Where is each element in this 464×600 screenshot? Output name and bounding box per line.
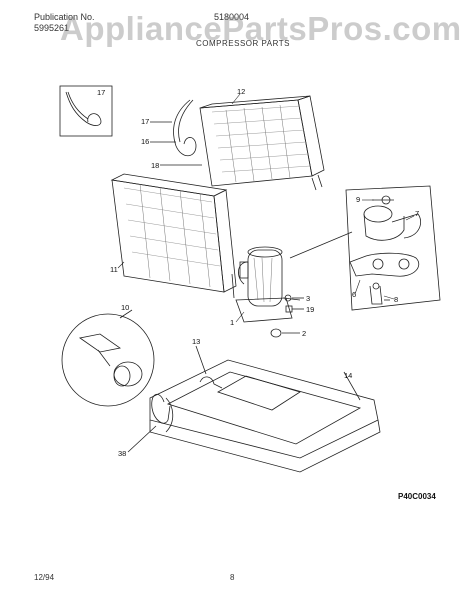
publication-number: 5995261 (34, 23, 70, 33)
part-label: 7 (415, 209, 419, 218)
part-label: 17 (141, 117, 149, 126)
mounting-hardware (270, 294, 304, 338)
part-label: 2 (302, 329, 306, 338)
part-label: 13 (192, 337, 200, 346)
part-label: 16 (141, 137, 149, 146)
section-title: COMPRESSOR PARTS (196, 39, 290, 48)
terminal-cover-inset (345, 185, 441, 311)
compressor (231, 231, 353, 323)
leader-lines (117, 93, 415, 323)
part-label: 12 (237, 87, 245, 96)
part-label: 10 (121, 303, 129, 312)
base-pan (127, 345, 381, 473)
evaporator-coil (110, 173, 237, 293)
tube-inset (59, 85, 113, 137)
part-label: 8 (394, 295, 398, 304)
part-label: 38 (118, 449, 126, 458)
part-label: 3 (306, 294, 310, 303)
model-number: 5180004 (214, 12, 250, 22)
part-labels: 17 12 17 16 18 9 7 11 3 19 6 8 1 2 10 13… (97, 87, 419, 458)
part-label: 11 (110, 265, 118, 274)
page-number: 8 (230, 573, 235, 582)
part-label: 17 (97, 88, 105, 97)
part-label: 6 (352, 290, 356, 299)
overload-inset (61, 309, 155, 407)
part-label: 1 (230, 318, 234, 327)
part-label: 14 (344, 371, 352, 380)
publication-label: Publication No. (34, 12, 95, 22)
condenser-coil (199, 95, 325, 191)
capillary-tube (150, 99, 202, 166)
part-label: 18 (151, 161, 159, 170)
watermark: AppliancePartsPros.com (60, 10, 462, 47)
footer-date: 12/94 (34, 573, 55, 582)
part-label: 9 (356, 195, 360, 204)
part-label: 19 (306, 305, 314, 314)
drawing-code: P40C0034 (398, 492, 436, 501)
